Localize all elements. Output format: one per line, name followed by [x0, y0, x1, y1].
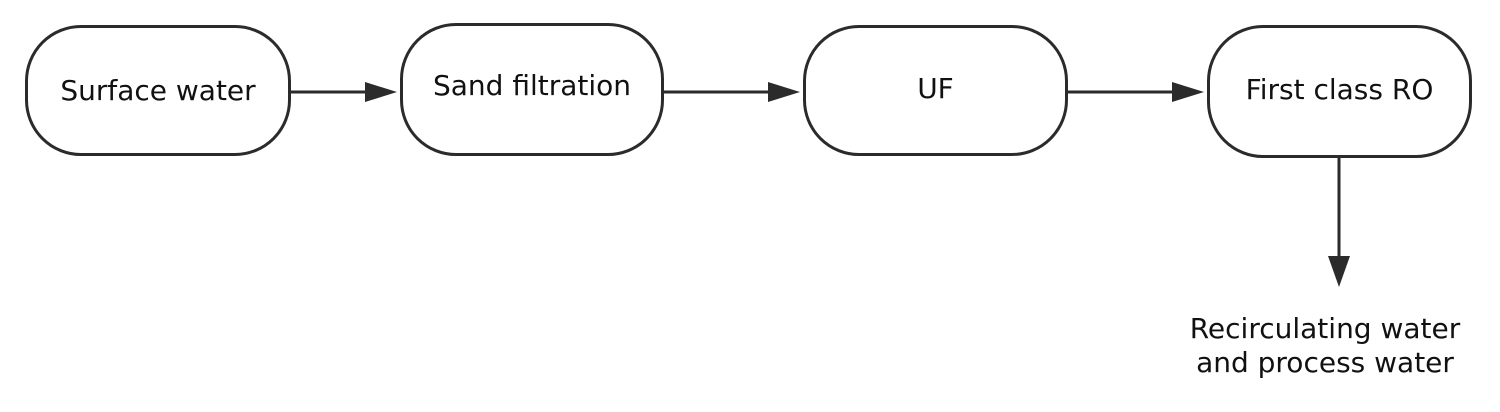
node-label: UF — [917, 71, 954, 105]
arrow-surface-to-sand — [291, 82, 397, 102]
node-label: Surface water — [60, 73, 256, 107]
output-label-line1: Recirculating water — [1189, 312, 1461, 345]
node-first-class-ro: First class RO — [1207, 25, 1472, 158]
node-label: Sand filtration — [432, 68, 632, 102]
output-label: Recirculating water and process water — [1180, 312, 1470, 380]
arrow-uf-to-ro — [1068, 82, 1204, 102]
node-label: First class RO — [1245, 72, 1434, 106]
arrow-ro-to-output — [1328, 158, 1350, 287]
node-sand-filtration: Sand filtration — [400, 23, 664, 156]
node-surface-water: Surface water — [25, 25, 291, 156]
arrow-sand-to-uf — [664, 82, 800, 102]
output-label-line2: and process water — [1196, 346, 1454, 379]
node-uf: UF — [803, 25, 1068, 156]
